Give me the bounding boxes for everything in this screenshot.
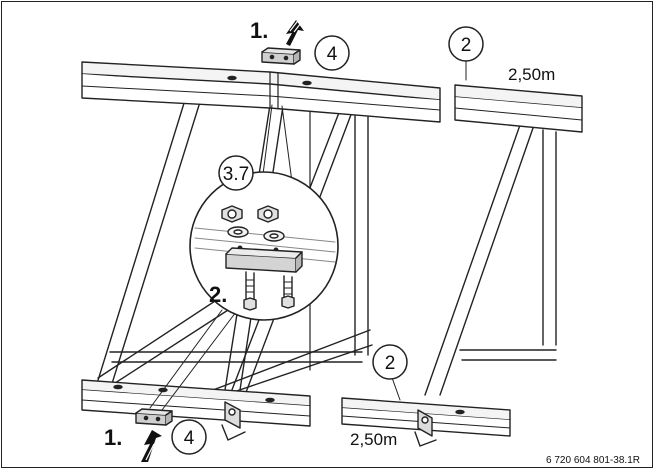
callout-circle-4-top [314, 35, 350, 71]
arrow-bottom-step1 [141, 430, 162, 462]
top-rail-left [81, 61, 441, 123]
callout-circle-2-top [448, 26, 484, 62]
step-label-detail: 2. [209, 282, 227, 307]
dimension-rail-bottom: 2,50m [350, 430, 397, 449]
step-label-bottom: 1. [104, 425, 122, 450]
bottom-rail-left [81, 379, 311, 441]
callout-circle-2-bottom [372, 344, 408, 380]
bottom-clamp-plate [135, 408, 173, 426]
detail-reference: 3.7 [223, 164, 249, 185]
detail-magnifier [189, 171, 339, 321]
callout-circle-4-bottom [171, 419, 207, 455]
right-frame-struts [424, 124, 557, 396]
callout-circle-detail [218, 155, 254, 191]
top-rail-right [454, 84, 583, 133]
callout-number-clamp-bottom: 4 [184, 428, 195, 449]
top-clamp-plate [261, 47, 301, 65]
arrow-top-step1 [286, 17, 305, 46]
callout-number-clamp-top: 4 [327, 44, 338, 65]
callout-number-rail-top: 2 [461, 35, 472, 56]
drawing-code: 6 720 604 801-38.1R [546, 455, 640, 466]
bottom-rail-right [341, 397, 511, 447]
callout-number-rail-bottom: 2 [385, 353, 396, 374]
step-label-top: 1. [250, 18, 268, 43]
dimension-rail-top: 2,50m [508, 65, 555, 84]
